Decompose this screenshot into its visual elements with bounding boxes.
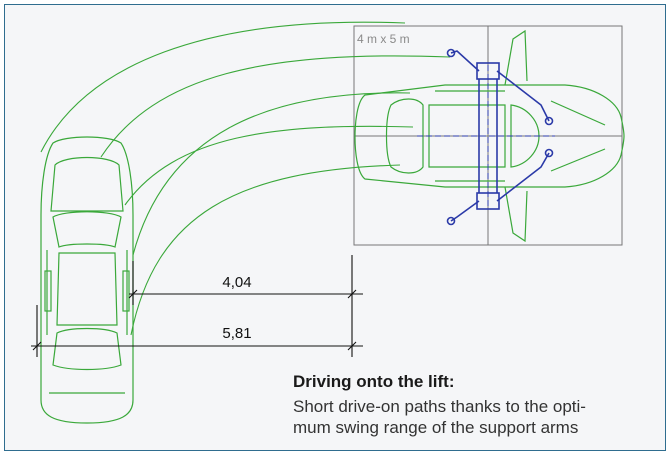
dimension-inner-value: 4,04	[222, 274, 251, 291]
car-approaching-mirror-left	[44, 270, 52, 312]
dimension-inner-slash-left	[128, 289, 138, 299]
car-on-lift-hood-line-2	[550, 148, 606, 172]
car-approaching-hood	[50, 156, 124, 212]
dimension-inner-slash-right	[347, 289, 357, 299]
dimension-outer-slash-left	[32, 341, 42, 351]
dimension-outer-slash-right	[347, 341, 357, 351]
car-approaching-windshield	[52, 211, 122, 248]
caption-line-2: mum swing range of the support arms	[293, 418, 579, 437]
caption-body: Short drive-on paths thanks to the opti-…	[293, 396, 663, 438]
car-on-lift-open-door-top	[504, 29, 528, 86]
lift-diagram: 4 m x 5 m	[31, 21, 625, 424]
caption-line-1: Short drive-on paths thanks to the opti-	[293, 397, 586, 416]
lift-structure	[417, 48, 555, 226]
caption-title: Driving onto the lift:	[293, 372, 455, 391]
car-approaching-roof	[56, 252, 118, 326]
support-pad-bottom-left	[446, 216, 456, 226]
lift-area	[353, 25, 623, 246]
car-on-lift-rear-window	[385, 98, 424, 174]
support-arm-bottom-left	[450, 200, 480, 222]
caption: Driving onto the lift: Short drive-on pa…	[293, 372, 663, 438]
dimension-lines	[31, 255, 363, 357]
support-arm-bottom-right	[496, 152, 550, 202]
lift-area-label: 4 m x 5 m	[357, 32, 410, 46]
car-on-lift-body	[354, 84, 625, 188]
support-pad-bottom-right	[544, 148, 554, 158]
support-arm-top-right	[496, 70, 550, 122]
turning-arc-4	[130, 164, 401, 336]
car-approaching	[40, 136, 134, 424]
turning-arcs	[40, 21, 451, 336]
car-approaching-mirror-right	[122, 270, 130, 312]
dimension-outer-value: 5,81	[222, 325, 251, 342]
support-pad-top-left	[446, 48, 456, 58]
turning-arc-outer	[40, 21, 406, 153]
turning-arc-2	[100, 55, 451, 158]
turning-arc-3	[132, 92, 411, 256]
diagram-frame: 4 m x 5 m	[4, 4, 666, 451]
car-on-lift-open-door-bottom	[504, 186, 528, 243]
support-pad-top-right	[544, 116, 554, 126]
car-approaching-rear-window	[52, 327, 122, 371]
support-arm-top-left	[450, 50, 480, 72]
car-approaching-body	[40, 136, 134, 424]
car-on-lift-hood-line	[550, 100, 606, 126]
turning-arc-5	[124, 125, 414, 206]
